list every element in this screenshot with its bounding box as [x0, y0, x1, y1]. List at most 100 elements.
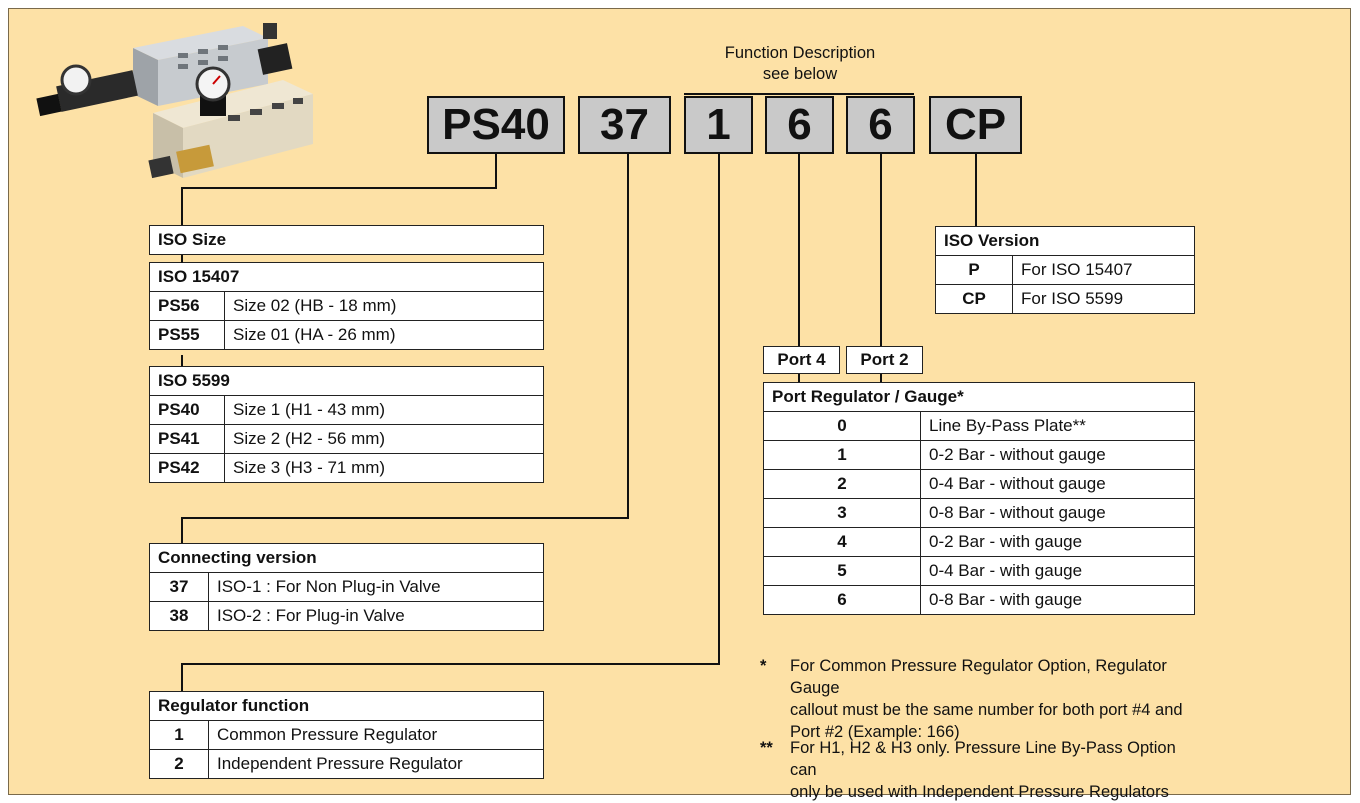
connector-line: [627, 154, 629, 518]
code-box-size: PS40: [427, 96, 565, 154]
connector-line: [718, 154, 720, 664]
port2-label: Port 2: [846, 346, 923, 374]
regulator-desc: Common Pressure Regulator: [209, 721, 544, 750]
iso-5599-title: ISO 5599: [150, 367, 544, 396]
connector-line: [181, 517, 629, 519]
size-code: PS40: [150, 396, 225, 425]
connecting-desc: ISO-1 : For Non Plug-in Valve: [209, 573, 544, 602]
size-desc: Size 3 (H3 - 71 mm): [225, 454, 544, 483]
size-code: PS41: [150, 425, 225, 454]
table-row: 37 ISO-1 : For Non Plug-in Valve: [150, 573, 544, 602]
regulator-function-title: Regulator function: [150, 692, 544, 721]
iso-15407-title: ISO 15407: [150, 263, 544, 292]
iso-version-code: CP: [936, 285, 1013, 314]
table-row: PS42 Size 3 (H3 - 71 mm): [150, 454, 544, 483]
port-desc: 0-2 Bar - with gauge: [921, 528, 1195, 557]
connector-line: [880, 154, 882, 346]
connecting-code: 38: [150, 602, 209, 631]
code-box-connecting: 37: [578, 96, 671, 154]
iso-version-desc: For ISO 5599: [1013, 285, 1195, 314]
iso-size-title: ISO Size: [150, 226, 544, 255]
function-description-label: Function Description see below: [690, 43, 910, 85]
table-row: 4 0-2 Bar - with gauge: [764, 528, 1195, 557]
connector-line: [181, 187, 183, 225]
iso-version-title: ISO Version: [936, 227, 1195, 256]
connector-line: [495, 154, 497, 188]
table-row: 5 0-4 Bar - with gauge: [764, 557, 1195, 586]
iso-version-code: P: [936, 256, 1013, 285]
size-desc: Size 1 (H1 - 43 mm): [225, 396, 544, 425]
footnote-double-star: ** For H1, H2 & H3 only. Pressure Line B…: [760, 737, 1200, 783]
code-box-port2: 6: [846, 96, 915, 154]
iso-version-desc: For ISO 15407: [1013, 256, 1195, 285]
port-desc: 0-4 Bar - with gauge: [921, 557, 1195, 586]
port-code: 3: [764, 499, 921, 528]
regulator-desc: Independent Pressure Regulator: [209, 750, 544, 779]
table-row: 6 0-8 Bar - with gauge: [764, 586, 1195, 615]
port-code: 6: [764, 586, 921, 615]
code-box-iso-version: CP: [929, 96, 1022, 154]
function-description-line2: see below: [690, 64, 910, 85]
table-row: 2 Independent Pressure Regulator: [150, 750, 544, 779]
connecting-desc: ISO-2 : For Plug-in Valve: [209, 602, 544, 631]
code-box-regulator-function: 1: [684, 96, 753, 154]
table-row: 1 Common Pressure Regulator: [150, 721, 544, 750]
iso-5599-table: ISO 5599 PS40 Size 1 (H1 - 43 mm) PS41 S…: [149, 366, 544, 483]
table-row: PS56 Size 02 (HB - 18 mm): [150, 292, 544, 321]
connecting-version-title: Connecting version: [150, 544, 544, 573]
footnote-mark: *: [760, 655, 766, 677]
table-row: 3 0-8 Bar - without gauge: [764, 499, 1195, 528]
regulator-function-table: Regulator function 1 Common Pressure Reg…: [149, 691, 544, 779]
connector-line: [975, 154, 977, 226]
size-desc: Size 01 (HA - 26 mm): [225, 321, 544, 350]
port-regulator-table: Port Regulator / Gauge* 0 Line By-Pass P…: [763, 382, 1195, 615]
function-bracket-line: [684, 93, 914, 95]
port-code: 4: [764, 528, 921, 557]
port-code: 0: [764, 412, 921, 441]
table-row: PS40 Size 1 (H1 - 43 mm): [150, 396, 544, 425]
table-row: 1 0-2 Bar - without gauge: [764, 441, 1195, 470]
port-code: 5: [764, 557, 921, 586]
table-row: PS55 Size 01 (HA - 26 mm): [150, 321, 544, 350]
port-desc: 0-8 Bar - without gauge: [921, 499, 1195, 528]
function-description-line1: Function Description: [690, 43, 910, 64]
code-box-port4: 6: [765, 96, 834, 154]
footnote-line: For H1, H2 & H3 only. Pressure Line By-P…: [790, 737, 1200, 781]
connector-line: [181, 517, 183, 543]
table-row: 2 0-4 Bar - without gauge: [764, 470, 1195, 499]
size-desc: Size 02 (HB - 18 mm): [225, 292, 544, 321]
size-desc: Size 2 (H2 - 56 mm): [225, 425, 544, 454]
footnote-single-star: * For Common Pressure Regulator Option, …: [760, 655, 1200, 725]
port4-label: Port 4: [763, 346, 840, 374]
footnote-line: callout must be the same number for both…: [790, 699, 1200, 721]
iso-size-table: ISO Size: [149, 225, 544, 255]
size-code: PS42: [150, 454, 225, 483]
port-desc: 0-2 Bar - without gauge: [921, 441, 1195, 470]
connector-line: [798, 154, 800, 346]
footnote-line: For Common Pressure Regulator Option, Re…: [790, 655, 1200, 699]
size-code: PS55: [150, 321, 225, 350]
table-row: P For ISO 15407: [936, 256, 1195, 285]
port-desc: 0-4 Bar - without gauge: [921, 470, 1195, 499]
port-regulator-title: Port Regulator / Gauge*: [764, 383, 1195, 412]
regulator-code: 2: [150, 750, 209, 779]
connector-line: [181, 663, 720, 665]
port-code: 2: [764, 470, 921, 499]
connector-line: [880, 374, 882, 382]
regulator-code: 1: [150, 721, 209, 750]
iso-version-table: ISO Version P For ISO 15407 CP For ISO 5…: [935, 226, 1195, 314]
connecting-version-table: Connecting version 37 ISO-1 : For Non Pl…: [149, 543, 544, 631]
connecting-code: 37: [150, 573, 209, 602]
table-row: PS41 Size 2 (H2 - 56 mm): [150, 425, 544, 454]
valve-product-image: [28, 18, 338, 198]
connector-line: [181, 663, 183, 691]
table-row: 0 Line By-Pass Plate**: [764, 412, 1195, 441]
table-row: 38 ISO-2 : For Plug-in Valve: [150, 602, 544, 631]
connector-line: [181, 187, 497, 189]
footnote-mark: **: [760, 737, 773, 759]
connector-line: [181, 255, 183, 263]
iso-15407-table: ISO 15407 PS56 Size 02 (HB - 18 mm) PS55…: [149, 262, 544, 350]
port-code: 1: [764, 441, 921, 470]
port-desc: 0-8 Bar - with gauge: [921, 586, 1195, 615]
port-desc: Line By-Pass Plate**: [921, 412, 1195, 441]
